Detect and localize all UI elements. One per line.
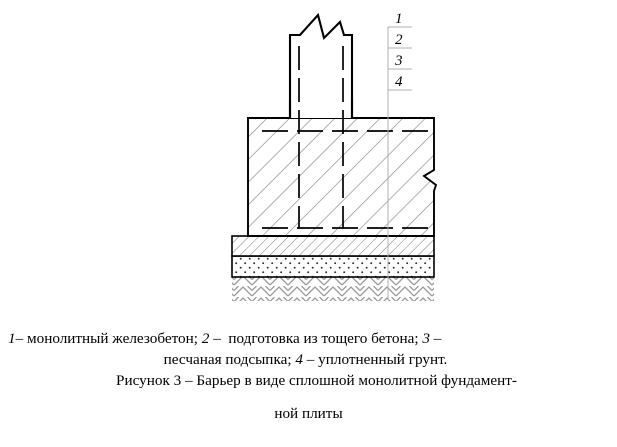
figure-title-line-2: ной плиты xyxy=(274,405,343,422)
legend-num-4: 4 xyxy=(295,351,303,368)
figure-title-line-1: Рисунок 3 – Барьер в виде сплошной монол… xyxy=(116,372,517,389)
leader-label-3: 3 xyxy=(394,53,403,69)
legend-num-3: 3 xyxy=(422,330,430,347)
legend-text-4: – уплотненный грунт. xyxy=(302,351,448,368)
layer-compacted-soil xyxy=(232,277,434,301)
legend-num-1: 1 xyxy=(8,330,16,347)
leader-line-group: 1 2 3 4 xyxy=(387,11,412,300)
legend-num-2: 2 xyxy=(201,330,210,347)
legend-dash-3: – xyxy=(429,330,442,347)
legend-text-2: – подготовка из тощего бетона; xyxy=(209,330,423,347)
layer-reinforced-concrete-slab xyxy=(247,117,438,237)
legend-line-1: 1– монолитный железобетон; 2 – подготовк… xyxy=(0,328,617,349)
leader-label-2: 2 xyxy=(395,32,403,48)
technical-drawing: 1 2 3 4 xyxy=(231,11,438,301)
layer-lean-concrete xyxy=(231,235,435,257)
layer-sand-bedding xyxy=(231,255,435,278)
leader-label-4: 4 xyxy=(395,74,403,90)
legend-text-1: – монолитный железобетон; xyxy=(15,330,202,347)
legend-text-3: песчаная подсыпка; xyxy=(163,351,296,368)
legend-line-2: песчаная подсыпка; 4 – уплотненный грунт… xyxy=(0,349,617,370)
caption-block: 1– монолитный железобетон; 2 – подготовк… xyxy=(0,328,617,424)
leader-label-1: 1 xyxy=(395,11,403,27)
monolithic-wall-column xyxy=(288,12,354,228)
